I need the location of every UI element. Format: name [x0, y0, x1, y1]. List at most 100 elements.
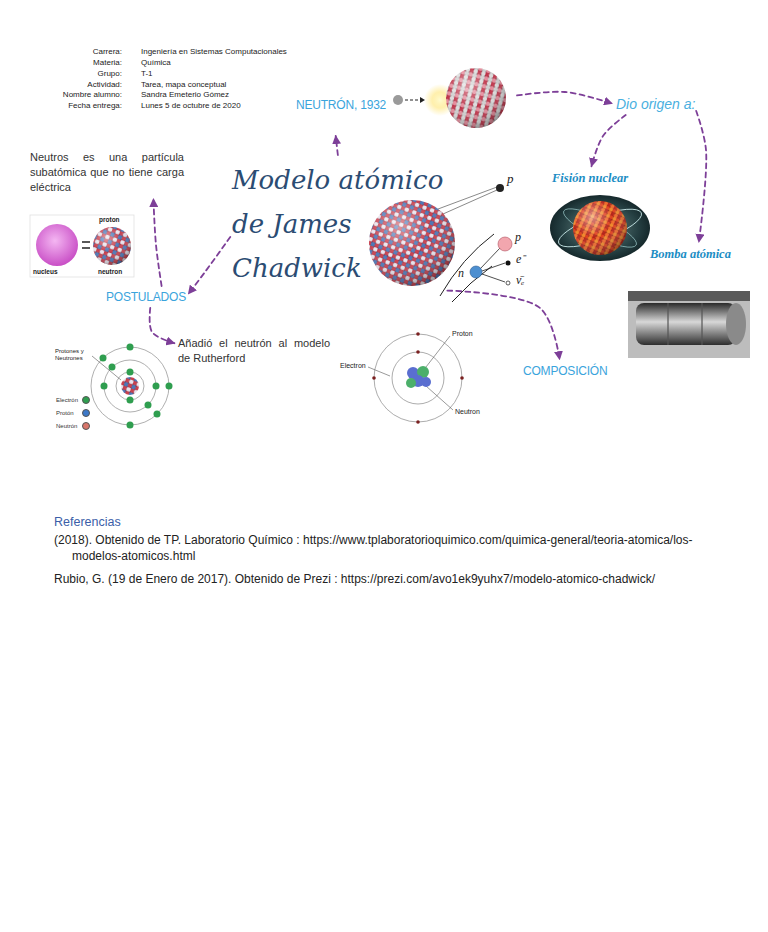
bohr-diagram-part: [116, 372, 144, 400]
bohr-diagram-part: [121, 377, 139, 395]
central-atom-picture-part: [496, 184, 504, 192]
fission-picture-part: [573, 201, 627, 255]
picture-label: nucleus: [33, 268, 58, 276]
bohr-diagram-part: [104, 360, 156, 412]
concept-result: Bomba atómica: [650, 246, 731, 262]
concept-note: Añadió el neutrón al modelo de Rutherfor…: [178, 336, 330, 366]
beta-decay-picture-part: [506, 261, 511, 266]
bohr-diagram-part: [127, 422, 134, 429]
bohr-diagram-part: [145, 402, 152, 409]
beta-decay-picture-part: [482, 274, 505, 282]
legend-swatch: [82, 422, 90, 430]
bohr-diagram-part: [100, 355, 107, 362]
particle-symbol: e⁻: [516, 252, 525, 267]
reference-entry: Rubio, G. (19 de Enero de 2017). Obtenid…: [54, 571, 718, 587]
bohr-diagram-part: [101, 383, 108, 390]
concept-result: Fisión nuclear: [552, 170, 628, 186]
field-value: T-1: [141, 69, 153, 79]
picture-label: Neutron: [455, 407, 480, 416]
composition-diagram-part: [372, 376, 376, 380]
bomb-photo-part: [628, 291, 750, 301]
bomb-photo-part: [628, 291, 750, 358]
bomb-photo-part: [726, 303, 746, 345]
field-name: Nombre alumno:: [40, 90, 122, 100]
picture-label: Proton: [452, 329, 473, 338]
node-text: POSTULADOS: [106, 289, 186, 305]
composition-diagram-part: [368, 367, 390, 376]
bohr-diagram-part: [91, 347, 169, 425]
bohr-diagram-part: [127, 369, 134, 376]
fission-picture: [550, 195, 650, 261]
bohr-diagram-part: [166, 383, 173, 390]
particle-symbol: p: [507, 171, 514, 187]
composition-diagram-part: [426, 386, 453, 410]
fission-picture-part: [573, 201, 627, 255]
particle-symbol: p: [515, 230, 521, 245]
neutron-collision-picture-part: [446, 68, 506, 128]
bohr-diagram-part: [127, 397, 134, 404]
bohr-diagram-part: [109, 364, 116, 371]
title-concept: Modelo atómico de James Chadwick: [232, 158, 468, 290]
field-name: Fecha entrega:: [40, 101, 122, 111]
bomb-photo-part: [636, 303, 736, 345]
central-atom-picture-part: [369, 200, 455, 286]
node-text: Añadió el neutrón al modelo de Rutherfor…: [178, 336, 330, 366]
field-value: Sandra Emeterio Gómez: [141, 90, 229, 100]
bohr-diagram-part: [92, 356, 121, 380]
field-value: Química: [141, 58, 171, 68]
connector-arrow: [188, 237, 230, 294]
bomb-photo: [628, 291, 750, 358]
field-value: Ingeniería en Sistemas Computacionales: [141, 47, 287, 57]
picture-label: Protones y Neutrones: [55, 348, 95, 362]
node-text: Dio origen a:: [616, 96, 695, 113]
central-atom-picture-part: [369, 200, 455, 286]
section-heading: Referencias: [54, 514, 121, 530]
beta-decay-picture-part: [470, 266, 482, 278]
composition-diagram-part: [416, 332, 420, 336]
central-atom-picture: [369, 184, 504, 286]
beta-decay-picture-part: [452, 266, 492, 302]
composition-diagram-part: [406, 378, 416, 388]
connectors: [150, 92, 707, 359]
field-value: Lunes 5 de octubre de 2020: [141, 101, 241, 111]
node-text: NEUTRÓN, 1932: [296, 97, 514, 113]
picture-label: proton: [99, 216, 120, 224]
concept-heading: NEUTRÓN, 1932: [296, 66, 514, 132]
particle-symbol: ν̄ₑ: [516, 273, 524, 288]
nucleus-picture-part: [82, 247, 90, 249]
connector-arrow: [153, 199, 161, 286]
connector-arrow: [591, 115, 625, 166]
node-text: Bomba atómica: [650, 246, 731, 262]
connector-arrow: [447, 291, 559, 360]
legend-text: Neutrón: [56, 422, 77, 431]
composition-diagram-part: [421, 377, 431, 387]
concept-note: Neutros es una partícula subatómica que …: [30, 150, 184, 195]
neutron-collision-picture-part: [405, 99, 420, 100]
legend-swatch: [82, 396, 90, 404]
field-value: Tarea, mapa conceptual: [141, 80, 226, 90]
connector-arrow: [517, 92, 612, 104]
bohr-diagram: [91, 344, 173, 429]
nucleus-picture-part: [93, 227, 131, 265]
bomb-photo-part: [701, 303, 702, 345]
concept-link: Dio origen a:: [616, 96, 695, 113]
nucleus-picture-part: [30, 215, 134, 277]
composition-diagram-part: [416, 350, 420, 354]
field-name: Carrera:: [40, 47, 122, 57]
bomb-photo-part: [667, 303, 668, 345]
nucleus-picture: [30, 215, 134, 277]
field-name: Materia:: [40, 58, 122, 68]
picture-label: Electron: [340, 361, 366, 370]
bohr-diagram-part: [154, 411, 161, 418]
node-text: Fisión nuclear: [552, 170, 628, 186]
particle-symbol: n: [458, 266, 464, 281]
fission-picture-part: [550, 195, 650, 261]
connector-arrow: [336, 136, 338, 155]
nucleus-picture-part: [93, 227, 131, 265]
neutron-collision-picture-part: [393, 95, 403, 105]
nucleus-picture-part: [82, 241, 90, 243]
bohr-diagram-part: [127, 344, 134, 351]
composition-diagram: [368, 332, 464, 424]
